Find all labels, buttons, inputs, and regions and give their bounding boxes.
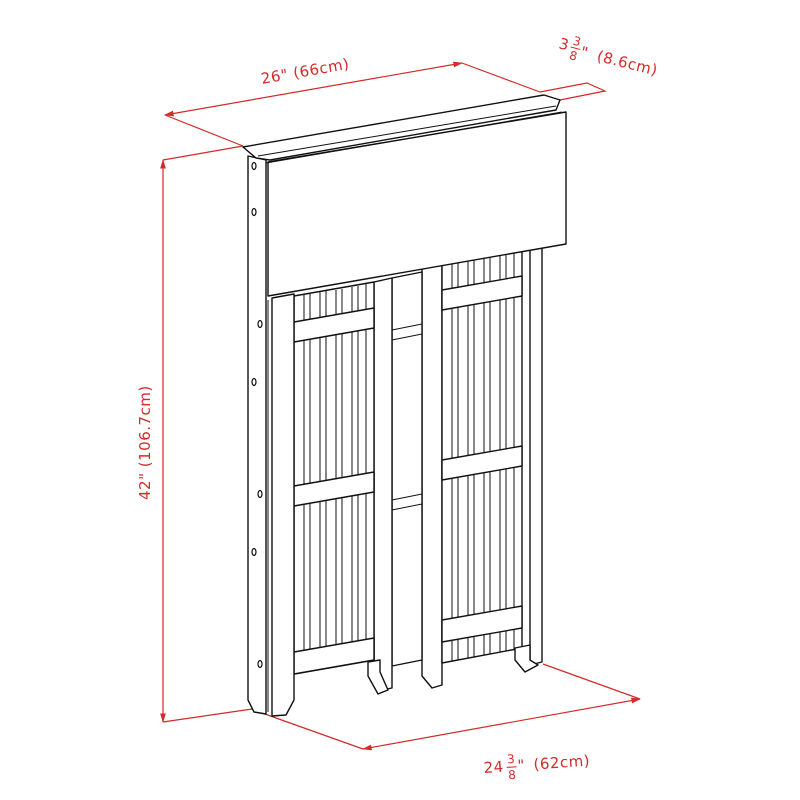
- right-panel: [421, 243, 539, 689]
- left-panel: [293, 277, 393, 695]
- depth-label: 3 3 8 " (8.6cm): [557, 34, 660, 80]
- svg-text:8: 8: [568, 48, 579, 63]
- svg-text:3: 3: [572, 34, 583, 49]
- shelf-illustration: [242, 94, 567, 717]
- base-width-dimension-lines: [261, 663, 641, 751]
- depth-dimension-lines: [539, 82, 607, 101]
- height-label: 42" (106.7cm): [136, 385, 154, 500]
- svg-text:(8.6cm): (8.6cm): [595, 47, 659, 79]
- base-width-label: 24 3 8 " (62cm): [483, 752, 591, 783]
- svg-text:8: 8: [508, 768, 517, 782]
- top-cap: [242, 94, 563, 164]
- svg-text:(62cm): (62cm): [533, 752, 591, 774]
- svg-text:24: 24: [483, 758, 504, 777]
- svg-text:26" (66cm): 26" (66cm): [260, 55, 351, 88]
- height-dimension-lines: [160, 145, 253, 723]
- left-side-panel: [247, 155, 267, 715]
- width-dimension-lines: [164, 61, 541, 147]
- left-front-post: [267, 293, 295, 717]
- svg-text:42" (106.7cm): 42" (106.7cm): [136, 385, 154, 500]
- peg-holes: [251, 161, 263, 669]
- svg-text:": ": [579, 43, 591, 62]
- center-hinge-rail: [391, 271, 423, 667]
- width-label: 26" (66cm): [260, 55, 351, 88]
- svg-text:3: 3: [507, 752, 516, 766]
- svg-text:3: 3: [557, 34, 571, 54]
- svg-text:": ": [517, 756, 526, 774]
